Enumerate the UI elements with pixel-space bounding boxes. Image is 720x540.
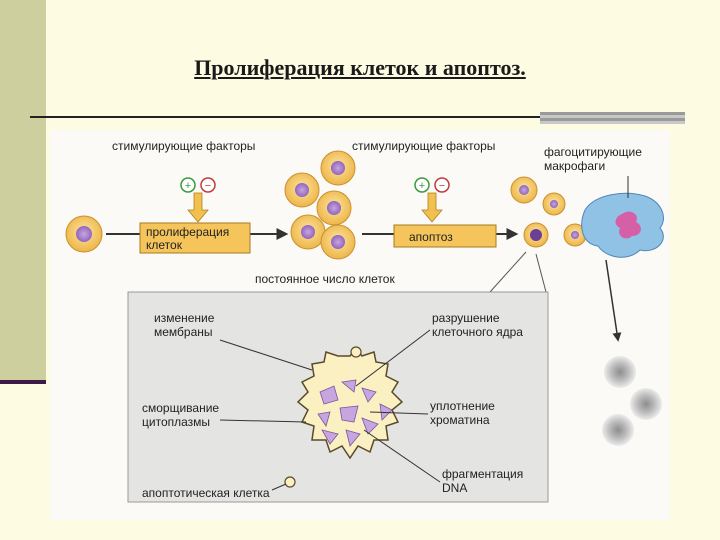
- label-fragmentation-2: DNA: [442, 481, 467, 495]
- down-arrow-icon: [187, 192, 209, 223]
- label-chromatin-1: уплотнение: [430, 399, 495, 413]
- apoptosis-label: апоптоз: [409, 230, 453, 244]
- plus-sign-text: +: [185, 180, 191, 192]
- label-membrane-1: изменение: [154, 311, 215, 325]
- cell-cluster: [284, 150, 356, 260]
- minus-sign-icon: [200, 177, 216, 193]
- label-stimulating-factors-2: стимулирующие факторы: [352, 139, 495, 153]
- zoom-line: [489, 251, 527, 293]
- label-shrink-1: сморщивание: [142, 401, 219, 415]
- minus-sign-text: −: [205, 180, 211, 192]
- left-accent-bar: [0, 0, 46, 380]
- label-stimulating-factors-1: стимулирующие факторы: [112, 139, 255, 153]
- proliferation-label-1: пролиферация: [146, 225, 229, 239]
- pointer-line: [355, 329, 431, 387]
- left-accent-rule: [0, 380, 46, 384]
- proliferation-label-2: клеток: [146, 238, 183, 252]
- slide-title: Пролиферация клеток и апоптоз.: [194, 55, 526, 80]
- title-divider: [30, 116, 540, 118]
- pointer-line: [369, 411, 429, 415]
- pointer-line: [219, 419, 307, 423]
- label-constant-cell-number: постоянное число клеток: [255, 272, 395, 286]
- label-fragmentation-1: фрагментация: [442, 467, 523, 481]
- flow-arrow: [605, 259, 622, 342]
- zoom-line: [535, 253, 547, 293]
- label-chromatin-2: хроматина: [430, 413, 490, 427]
- apoptosis-diagram: стимулирующие факторы стимулирующие факт…: [65, 139, 664, 503]
- proliferation-box: пролиферация клеток: [139, 222, 251, 254]
- apoptotic-cell-inset: изменение мембраны разрушение клеточного…: [127, 291, 549, 503]
- label-shrink-2: цитоплазмы: [142, 415, 210, 429]
- apoptosis-box: апоптоз: [393, 224, 497, 248]
- shrinking-cells: [510, 176, 587, 248]
- regulation-signs-2: + −: [414, 177, 450, 193]
- label-membrane-2: мембраны: [154, 325, 213, 339]
- plus-sign-text: +: [419, 180, 425, 192]
- label-nucleus-1: разрушение: [432, 311, 500, 325]
- big-apoptotic-cell: [284, 346, 404, 488]
- initial-cell: [65, 215, 103, 253]
- plus-sign-icon: [180, 177, 196, 193]
- label-phagocytic-2: макрофаги: [544, 159, 605, 173]
- pointer-line: [363, 429, 441, 483]
- diagram-panel: стимулирующие факторы стимулирующие факт…: [50, 130, 670, 520]
- title-divider-bar: [540, 112, 685, 124]
- label-phagocytic-1: фагоцитирующие: [544, 145, 642, 159]
- plus-sign-icon: [414, 177, 430, 193]
- minus-sign-icon: [434, 177, 450, 193]
- minus-sign-text: −: [439, 180, 445, 192]
- phagocytosed-cells: [602, 356, 662, 446]
- label-nucleus-2: клеточного ядра: [432, 325, 523, 339]
- macrophage: [581, 192, 664, 258]
- down-arrow-icon: [421, 192, 443, 223]
- pointer-line: [271, 483, 287, 491]
- pointer-line: [219, 339, 313, 371]
- regulation-signs-1: + −: [180, 177, 216, 193]
- label-apoptotic-cell: апоптотическая клетка: [142, 486, 270, 500]
